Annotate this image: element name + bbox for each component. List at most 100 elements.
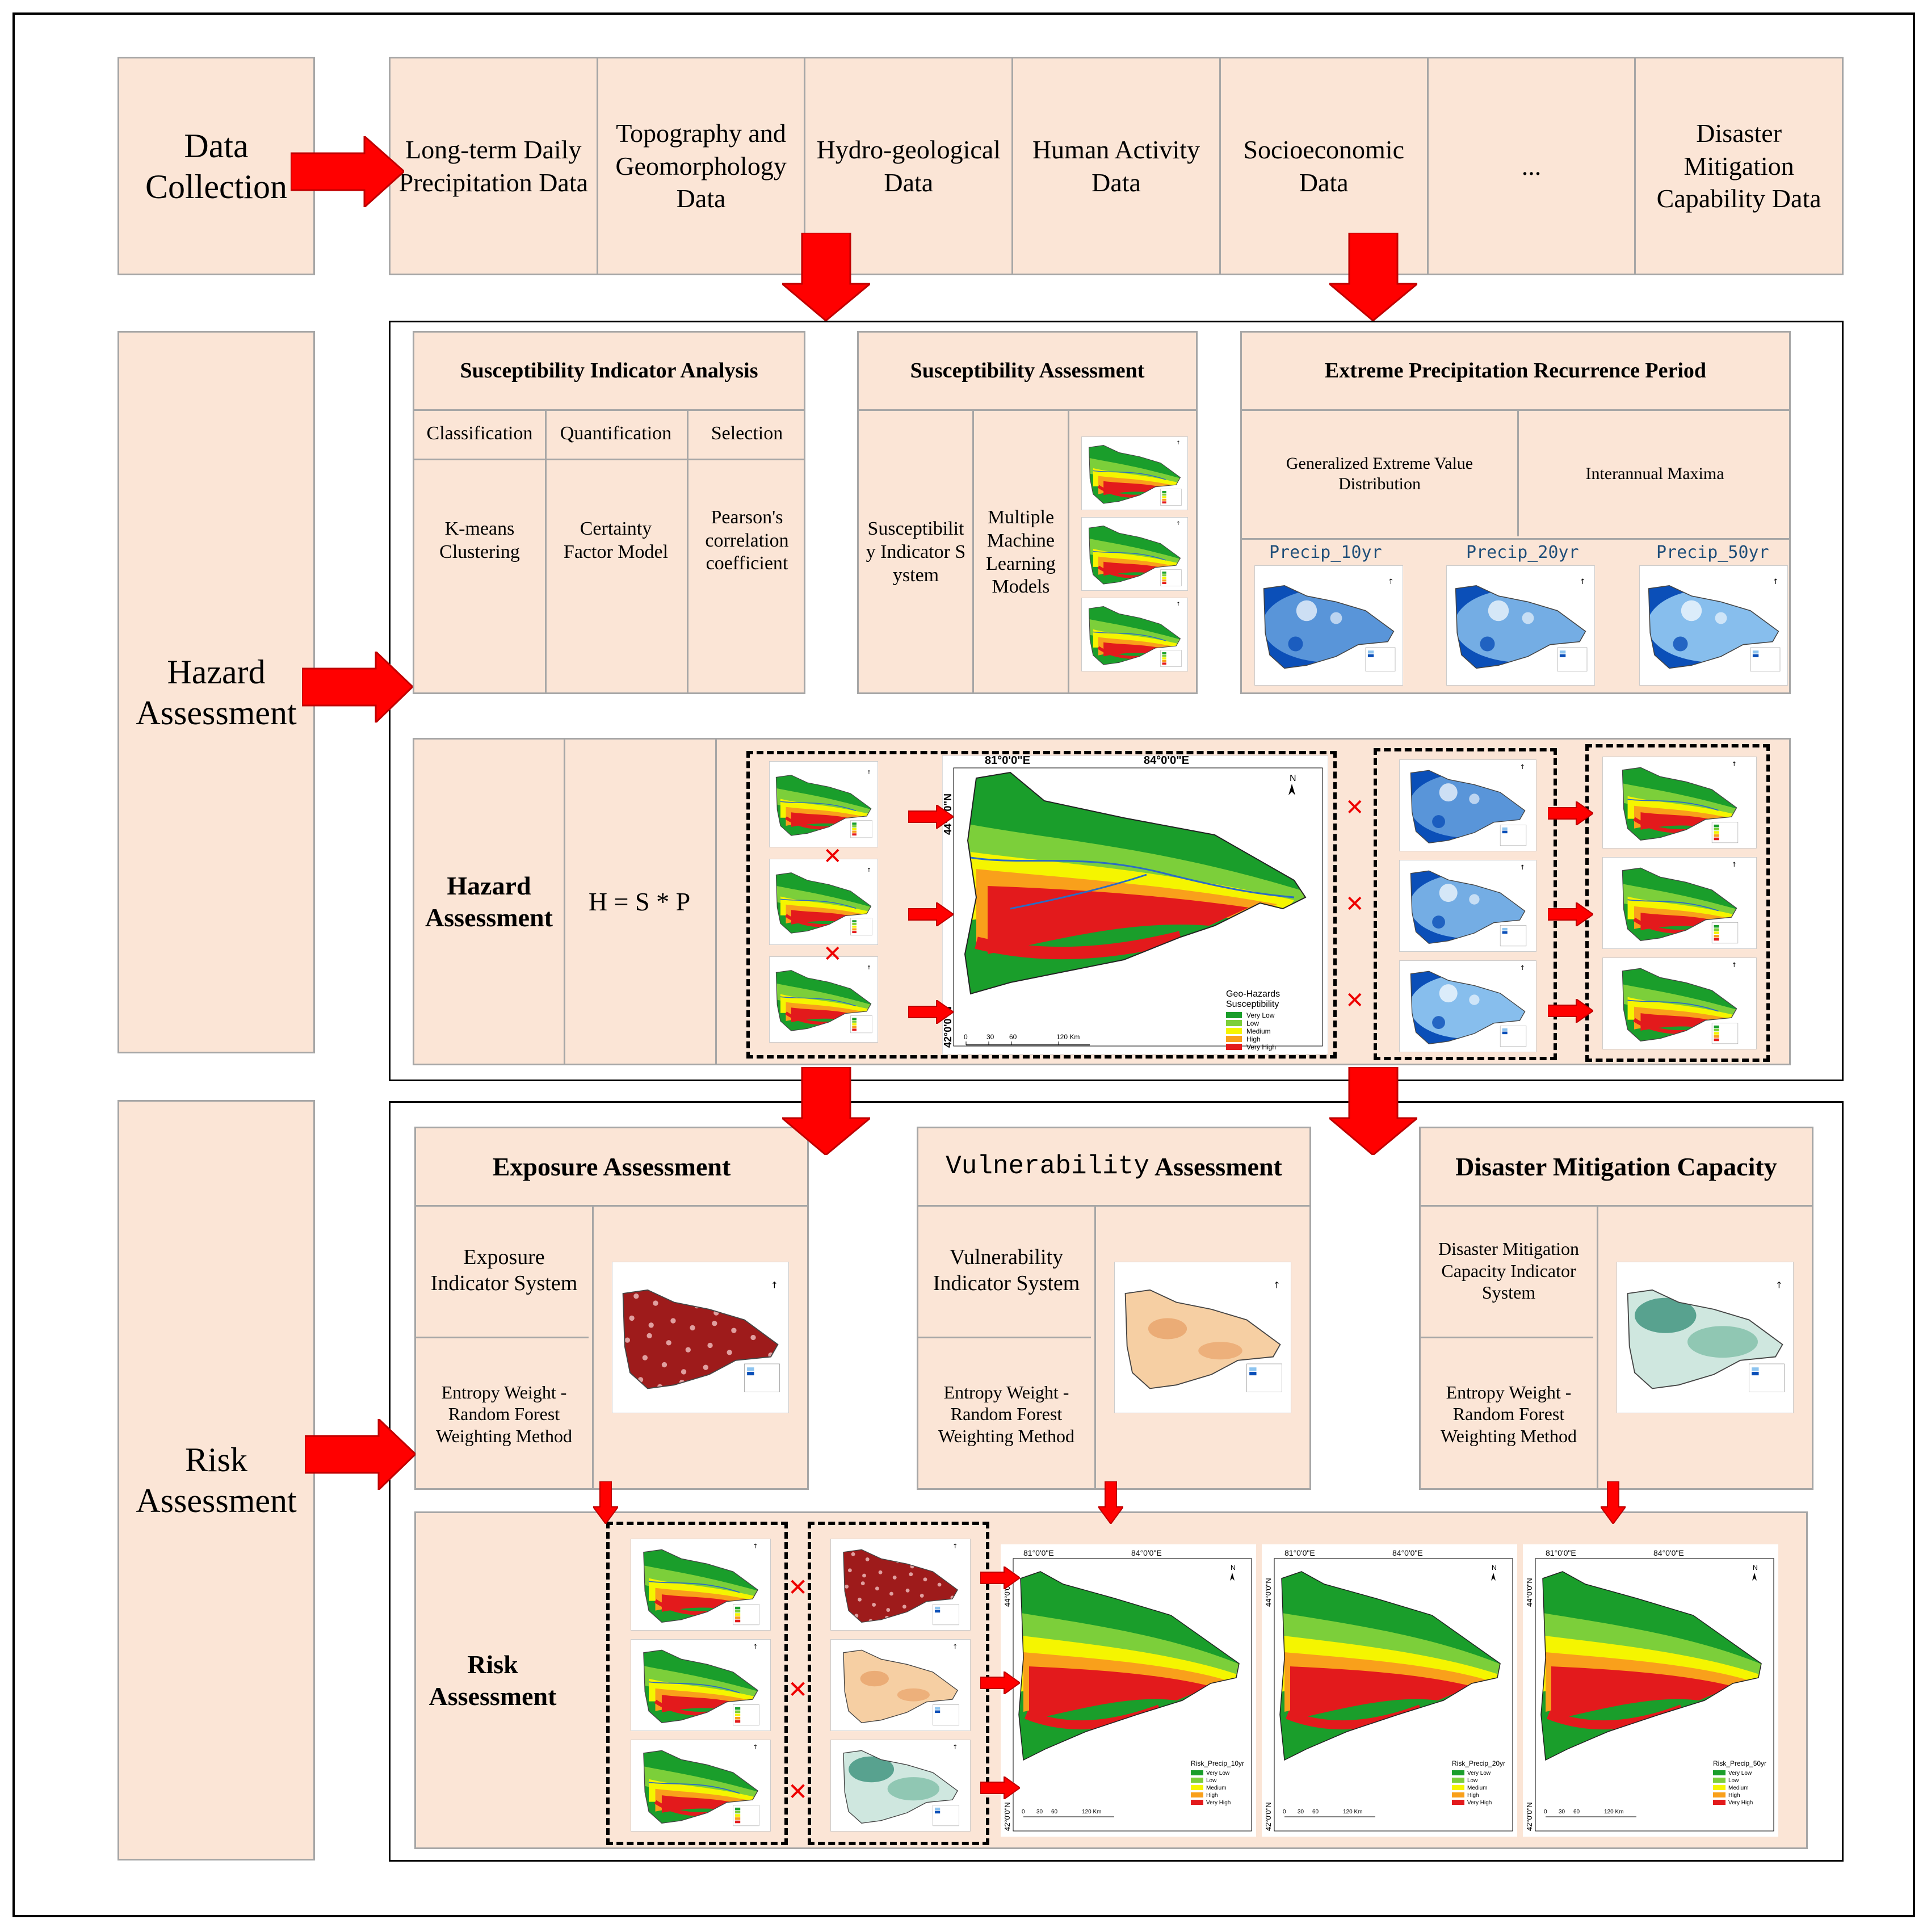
svg-text:↑: ↑ — [1388, 578, 1394, 586]
hazard-precip-map-3: ↑ — [1399, 960, 1536, 1052]
svg-text:↑: ↑ — [753, 1643, 758, 1650]
susceptibility-assessment-box: Susceptibility Assessment Susceptibility… — [857, 331, 1198, 694]
svg-text:↑: ↑ — [1176, 602, 1181, 607]
susceptibility-map-3: ↑ — [1081, 598, 1188, 671]
legend-item: Very Low — [1467, 1770, 1491, 1776]
precip-map-label-50yr: Precip_50yr — [1656, 543, 1769, 562]
svg-text:↑: ↑ — [867, 770, 871, 776]
scale-label: 120 Km — [1056, 1033, 1080, 1041]
risk-hazard-map-2: ↑ — [631, 1639, 771, 1731]
col-classification: Classification — [426, 423, 533, 444]
susceptibility-indicator-box: Susceptibility Indicator Analysis Classi… — [413, 331, 805, 694]
vulnerability-map: ↑ — [1114, 1262, 1291, 1413]
precip-map-10yr: ↑ — [1254, 565, 1403, 686]
risk-row: Risk Assessment ↑ ↑ ↑ ✕ ✕ ✕ ↑ ↑ ↑ 81°0'0… — [414, 1511, 1808, 1849]
svg-text:↑: ↑ — [867, 965, 871, 971]
svg-text:↑: ↑ — [952, 1643, 958, 1650]
multiply-icon: ✕ — [788, 1675, 808, 1703]
lat-label: 42°0'0"N — [1264, 1802, 1273, 1831]
exposure-title: Exposure Assessment — [492, 1152, 731, 1181]
hazard-result-map-50yr: ↑ — [1602, 957, 1757, 1049]
hazard-sus-map-1: ↑ — [769, 761, 878, 847]
svg-text:↑: ↑ — [952, 1743, 958, 1751]
arrow-small-right — [908, 1000, 954, 1024]
lon-label: 81°0'0"E — [985, 755, 1030, 767]
legend-item: Low — [1246, 1019, 1259, 1027]
scale-label: 120 Km — [1343, 1809, 1362, 1815]
scale-label: 120 Km — [1604, 1809, 1623, 1815]
scale-label: 30 — [1036, 1809, 1043, 1815]
stage-label-hazard: Hazard Assessment — [136, 653, 297, 732]
lon-label: 84°0'0"E — [1131, 1548, 1162, 1557]
data-item-cell: Human Activity Data — [1011, 58, 1219, 274]
hazard-precip-map-2: ↑ — [1399, 860, 1536, 952]
arrow-down-hazard-right — [1329, 233, 1417, 321]
data-item-label: Human Activity Data — [1032, 135, 1200, 197]
susceptibility-map-1: ↑ — [1081, 436, 1188, 510]
hazard-precip-map-1: ↑ — [1399, 759, 1536, 851]
method-certainty-factor: Certainty Factor Model — [563, 518, 669, 562]
col-selection: Selection — [711, 423, 783, 444]
legend-item: Low — [1728, 1778, 1739, 1784]
data-item-cell: Hydro-geological Data — [804, 58, 1011, 274]
precip-map-label-20yr: Precip_20yr — [1466, 543, 1579, 562]
hazard-result-group — [1585, 744, 1770, 1062]
gev-distribution: Generalized Extreme Value Distribution — [1286, 453, 1473, 493]
svg-text:↑: ↑ — [1773, 578, 1779, 586]
stage-label-data-collection: Data Collection — [145, 127, 287, 205]
risk-hazard-group — [606, 1522, 788, 1845]
hazard-result-map-10yr: ↑ — [1602, 757, 1757, 849]
svg-text:↑: ↑ — [1176, 440, 1181, 446]
scale-label: 0 — [1283, 1809, 1286, 1815]
extreme-precip-title: Extreme Precipitation Recurrence Period — [1324, 358, 1707, 383]
hazard-sus-map-2: ↑ — [769, 859, 878, 945]
legend-item: Low — [1206, 1778, 1217, 1784]
susceptibility-indicator-system: Susceptibility Indicator System — [866, 518, 966, 586]
arrow-risk — [305, 1419, 415, 1490]
arrow-small-right — [980, 1566, 1020, 1589]
mitigation-title: Disaster Mitigation Capacity — [1455, 1152, 1777, 1181]
exposure-indicator-system: Exposure Indicator System — [430, 1245, 578, 1295]
north-arrow: N — [1492, 1564, 1497, 1572]
lon-label: 84°0'0"E — [1144, 755, 1189, 767]
hazard-precip-group — [1374, 748, 1557, 1060]
lat-label: 42°0'0"N — [1003, 1802, 1011, 1831]
arrow-down-risk-right — [1329, 1067, 1417, 1155]
arrow-small-right — [1548, 902, 1593, 926]
risk-row-label: Risk Assessment — [429, 1650, 557, 1711]
data-item-cell: Long-term Daily Precipitation Data — [391, 58, 597, 274]
vulnerability-title: Vulnerability Assessment — [918, 1128, 1309, 1205]
lon-label: 81°0'0"E — [1546, 1548, 1576, 1557]
legend-title: Risk_Precip_20yr — [1452, 1759, 1505, 1767]
data-item-label: Disaster Mitigation Capability Data — [1656, 119, 1821, 213]
hazard-row-label: Hazard Assessment — [425, 871, 553, 932]
legend-item: High — [1206, 1792, 1218, 1799]
data-item-label: Hydro-geological Data — [816, 135, 1001, 197]
legend-item: Very Low — [1246, 1011, 1275, 1019]
data-item-cell: Disaster Mitigation Capability Data — [1634, 58, 1842, 274]
data-item-label: Long-term Daily Precipitation Data — [398, 135, 589, 197]
lon-label: 84°0'0"E — [1392, 1548, 1423, 1557]
mitigation-box: Disaster Mitigation Capacity Disaster Mi… — [1419, 1127, 1813, 1490]
legend-item: Very High — [1206, 1800, 1231, 1806]
scale-label: 60 — [1573, 1809, 1580, 1815]
arrow-small-right — [908, 902, 954, 926]
svg-text:↑: ↑ — [867, 867, 871, 873]
multiple-ml-models: Multiple Machine Learning Models — [986, 506, 1056, 598]
risk-mitigation-map: ↑ — [830, 1740, 971, 1832]
legend-title: Geo-Hazards — [1226, 989, 1280, 999]
svg-text:↑: ↑ — [1731, 961, 1737, 969]
legend-item: Low — [1467, 1778, 1478, 1784]
multiply-icon: ✕ — [788, 1778, 808, 1805]
legend-item: High — [1246, 1035, 1261, 1043]
arrow-small-right — [1548, 999, 1593, 1023]
north-arrow: N — [1290, 774, 1296, 783]
data-item-cell: ... — [1426, 58, 1635, 274]
data-items-row: Long-term Daily Precipitation Data Topogr… — [389, 57, 1844, 275]
exposure-map: ↑ — [612, 1262, 789, 1413]
data-item-label: Topography and Geomorphology Data — [615, 119, 787, 213]
scale-label: 0 — [1544, 1809, 1547, 1815]
north-arrow: N — [1231, 1564, 1236, 1572]
legend-item: Medium — [1728, 1785, 1749, 1791]
